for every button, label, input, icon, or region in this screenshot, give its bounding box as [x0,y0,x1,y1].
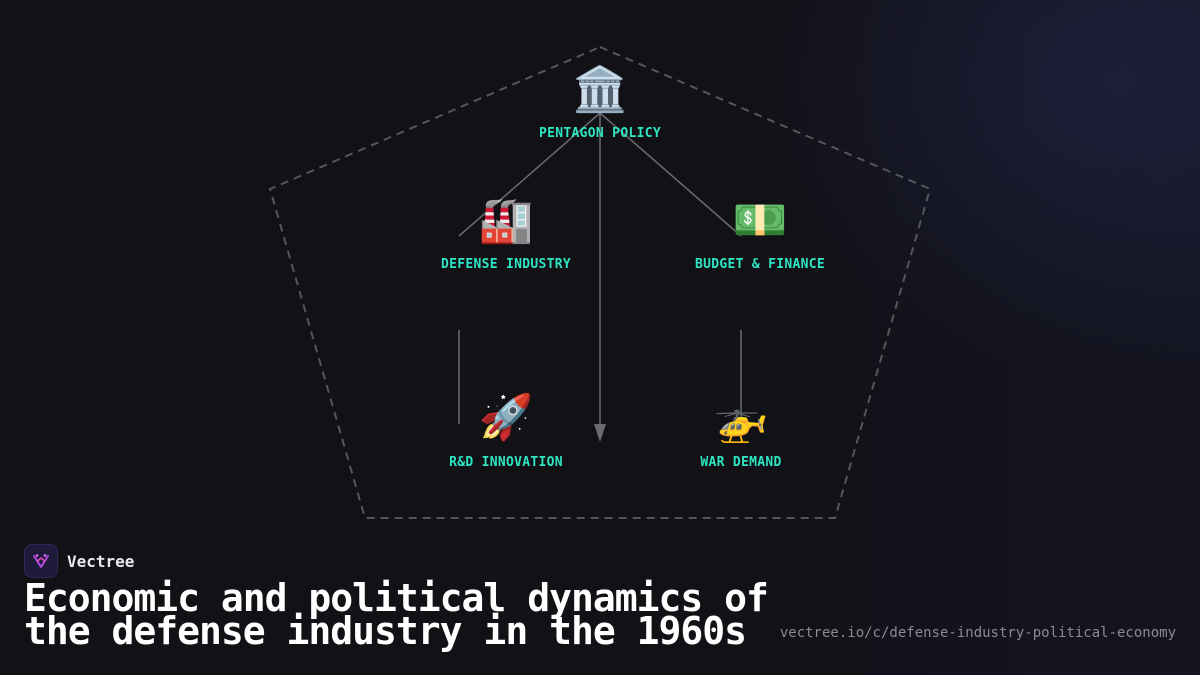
brand-name: Vectree [67,551,135,571]
source-url[interactable]: vectree.io/c/defense-industry-political-… [779,625,1176,641]
dollar-banknote-icon: 💵 [732,195,788,246]
brand[interactable]: Vectree [24,544,134,578]
node-label-war-demand: WAR DEMAND [700,455,782,470]
title-line-1: Economic and political dynamics of [24,576,769,620]
classical-building-icon: 🏛️ [572,64,628,115]
node-label-budget-finance: BUDGET & FINANCE [694,257,826,272]
edge-pentagon-industry [458,112,601,237]
node-label-rnd-innovation: R&D INNOVATION [449,455,563,470]
vectree-logo-icon [24,544,58,578]
node-label-defense-industry: DEFENSE INDUSTRY [440,257,572,272]
rocket-icon: 🚀 [478,392,534,443]
edge-pentagon-budget [599,112,742,237]
edge-pentagon-rnd-arrowhead [594,424,606,442]
title-line-2: the defense industry in the 1960s [24,609,747,653]
factory-icon: 🏭 [478,195,534,246]
helicopter-icon: 🚁 [713,394,769,445]
node-label-pentagon-policy: PENTAGON POLICY [539,126,661,141]
pentagon-outline [268,45,932,519]
page-title: Economic and political dynamics of the d… [24,579,769,650]
